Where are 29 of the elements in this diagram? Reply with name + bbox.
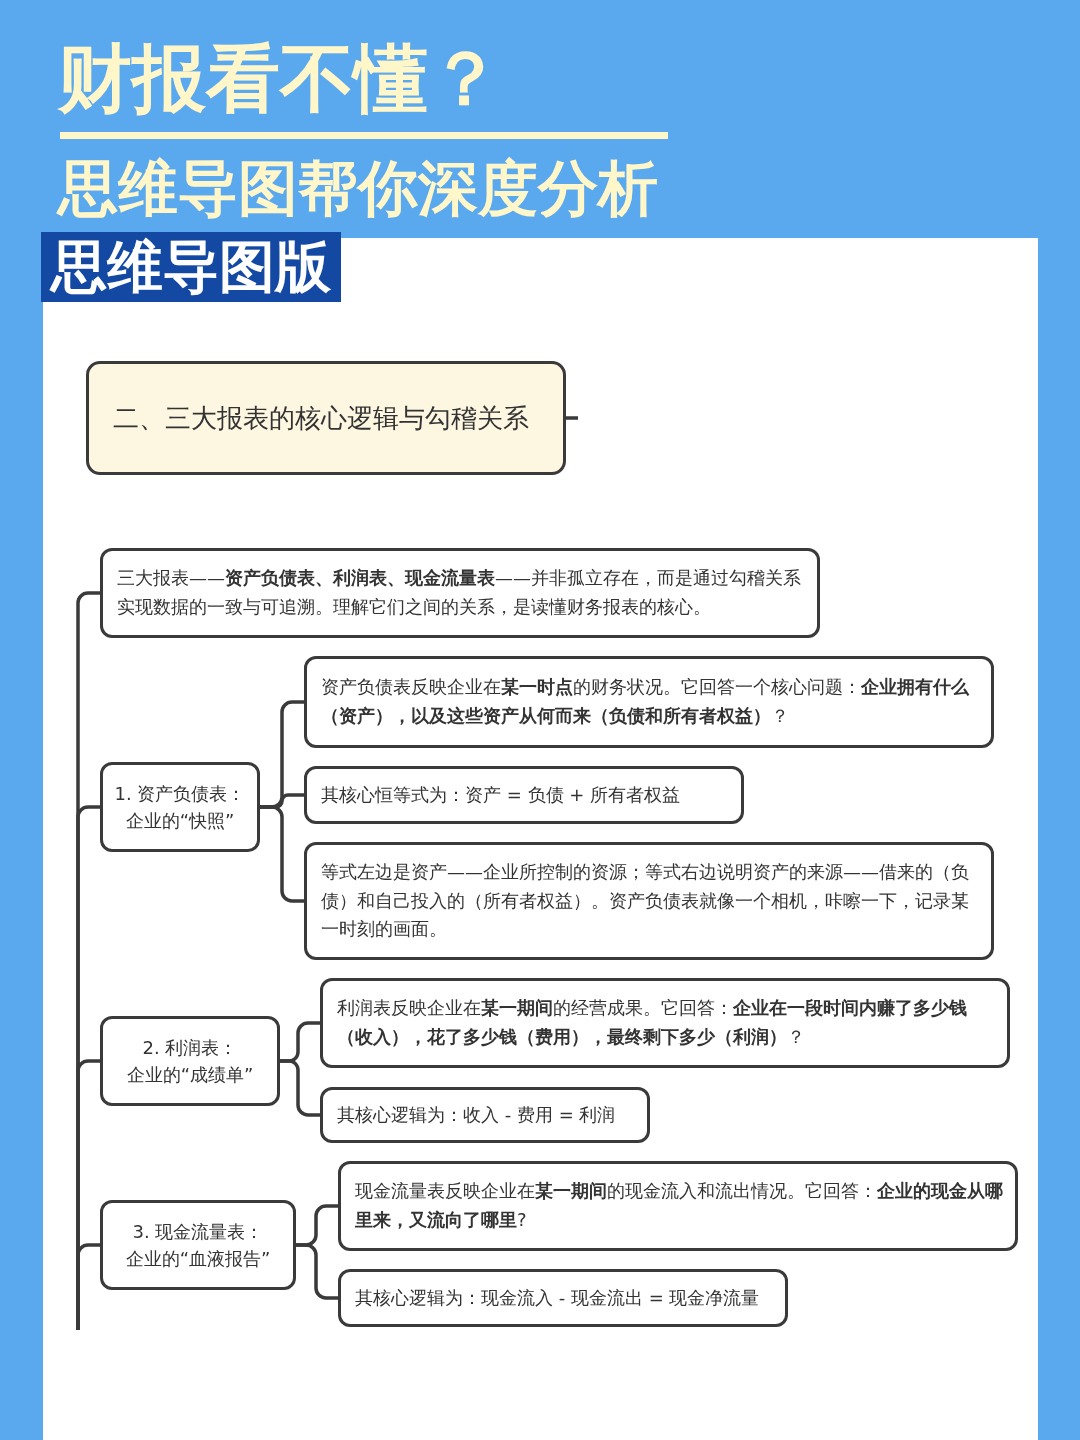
detail-box	[304, 842, 994, 960]
detail-text: 其核心逻辑为：收入 - 费用 = 利润	[337, 1102, 617, 1127]
detail-text: 利润表反映企业在某一期间的经营成果。它回答：企业在一段时间内赚了多少钱（收入），花了多少钱（费用），最终剩下多少（利润）？	[337, 996, 968, 1049]
category-box	[100, 762, 260, 852]
topic-text: 二、三大报表的核心逻辑与勾稽关系	[113, 401, 530, 435]
detail-text: 其核心逻辑为：现金流入 - 现金流出 = 现金净流量	[355, 1285, 761, 1310]
summary-text: 三大报表——资产负债表、利润表、现金流量表——并非孤立存在，而是通过勾稽关系实现数据的一致与可追溯。理解它们之间的关系，是读懂财务报表的核心。	[117, 566, 802, 619]
subtitle: 思维导图帮你深度分析	[58, 152, 658, 224]
detail-text: 资产负债表反映企业在某一时点的财务状况。它回答一个核心问题：企业拥有什么（资产），以及这些资产从何而来（负债和所有者权益）？	[321, 675, 970, 728]
category-box	[100, 1200, 296, 1290]
page-title: 财报看不懂？	[58, 34, 502, 123]
detail-box	[304, 656, 994, 748]
category-text: 2. 利润表：企业的“成绩单”	[125, 1036, 255, 1087]
category-text: 3. 现金流量表：企业的“血液报告”	[124, 1220, 272, 1271]
detail-box	[304, 766, 744, 824]
branch-line	[566, 416, 578, 420]
detail-box	[338, 1269, 788, 1327]
detail-box	[320, 978, 1010, 1068]
summary-box	[100, 548, 820, 638]
detail-text: 等式左边是资产——企业所控制的资源；等式右边说明资产的来源——借来的（负债）和自己投入的（所有者权益）。资产负债表就像一个相机，咔嚓一下，记录某一时刻的画面。	[321, 859, 970, 942]
detail-text: 现金流量表反映企业在某一期间的现金流入和流出情况。它回答：企业的现金从哪里来，又流向了哪里?	[355, 1179, 1003, 1232]
category-text: 1. 资产负债表：企业的“快照”	[113, 782, 247, 833]
branch-line	[76, 1243, 100, 1330]
section-tag: 思维导图版	[41, 232, 341, 302]
detail-text: 其核心恒等式为：资产 = 负债 + 所有者权益	[321, 782, 682, 807]
detail-box	[338, 1161, 1018, 1251]
detail-box	[320, 1087, 650, 1143]
category-box	[100, 1016, 280, 1106]
central-topic-box	[86, 361, 566, 475]
